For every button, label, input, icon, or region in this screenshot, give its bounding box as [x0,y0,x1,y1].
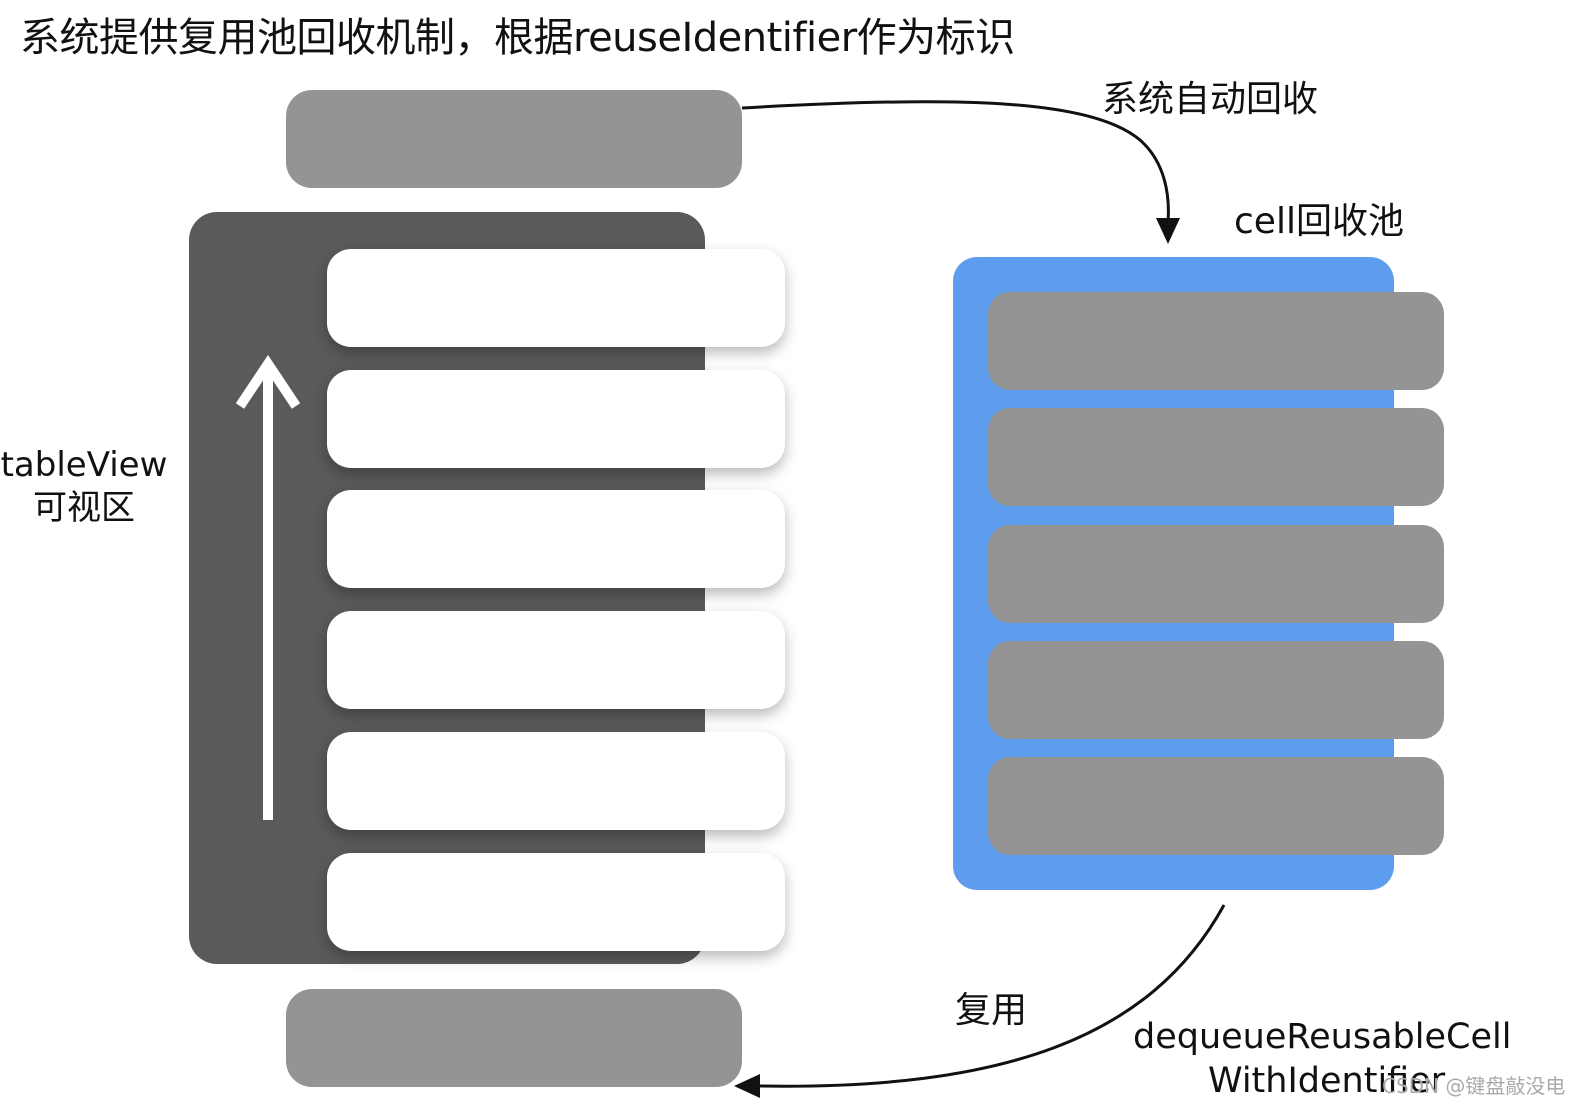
offscreen-cell-top [286,90,742,188]
visible-cell [327,370,785,468]
dequeue-label-line2: WithIdentifier [1208,1061,1446,1101]
visible-cell [327,611,785,709]
visible-cell [327,732,785,830]
diagram-title: 系统提供复用池回收机制，根据reuseIdentifier作为标识 [20,15,1015,61]
visible-cell [327,249,785,347]
pool-cell [988,757,1444,855]
recycle-arrow-icon [741,100,1180,244]
pool-cell [988,292,1444,390]
visible-cell [327,490,785,588]
auto-recycle-label: 系统自动回收 [1102,79,1319,120]
pool-cell [988,525,1444,623]
offscreen-cell-bottom [286,989,742,1087]
pool-cell [988,641,1444,739]
visible-cell [327,853,785,951]
watermark: CSDN @键盘敲没电 [1382,1074,1566,1098]
tableview-label-line1: tableView [0,445,168,485]
reuse-label: 复用 [955,990,1028,1031]
pool-cell [988,408,1444,506]
tableview-label-line2: 可视区 [33,487,135,528]
tableview-label: tableView 可视区 [0,444,168,529]
cell-pool-label: cell回收池 [1234,201,1404,242]
dequeue-label-line1: dequeueReusableCell [1133,1017,1512,1057]
